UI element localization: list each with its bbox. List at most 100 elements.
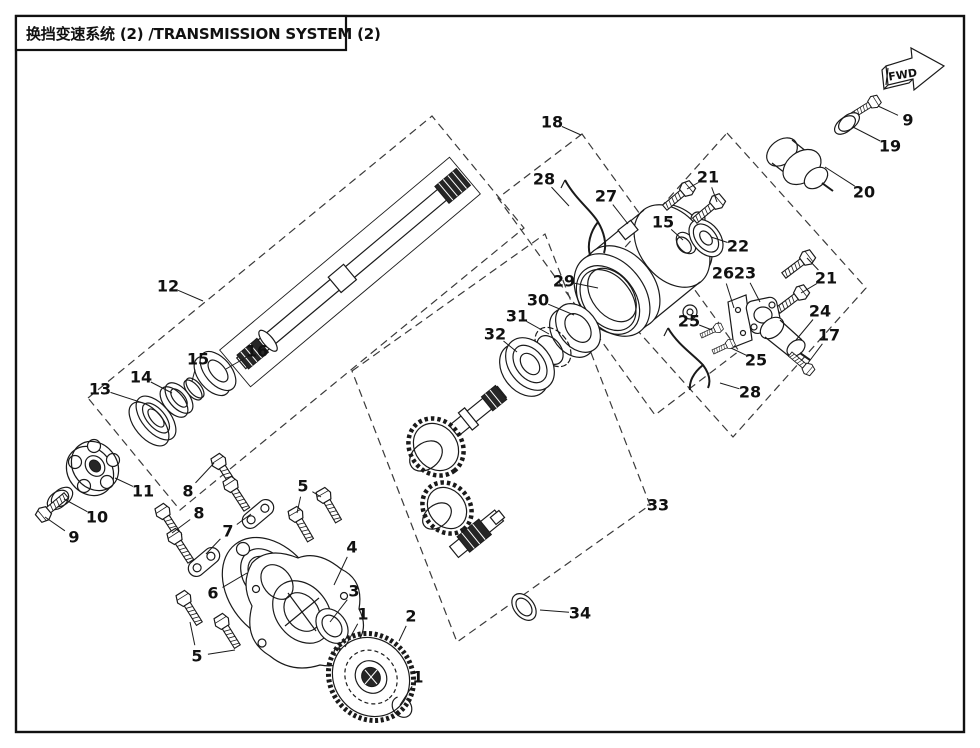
part-label-32: 32 — [484, 325, 506, 344]
washer-14 — [159, 382, 194, 418]
leader-line-24 — [795, 319, 814, 341]
bolt-25b — [710, 337, 737, 357]
leader-line-21 — [806, 257, 819, 271]
leader-line-5 — [312, 491, 322, 498]
part-label-25: 25 — [745, 351, 767, 370]
leader-line-22 — [710, 236, 728, 243]
leader-line-34 — [539, 609, 570, 613]
drive-shaft-12 — [219, 156, 481, 388]
bolt-21c — [778, 247, 818, 283]
bevel-gear-upper-33 — [406, 384, 508, 478]
part-label-7: 7 — [222, 522, 233, 541]
part-label-21: 21 — [815, 269, 837, 288]
coupler-20 — [766, 137, 834, 192]
part-label-6: 6 — [207, 584, 218, 603]
bolt-5c — [173, 588, 207, 629]
part-label-20: 20 — [853, 183, 875, 202]
part-label-24: 24 — [809, 302, 831, 321]
part-label-1: 1 — [357, 605, 368, 624]
leader-line-17 — [807, 343, 823, 364]
leader-line-6 — [222, 572, 248, 588]
leader-line-12 — [177, 289, 204, 302]
part-label-16: 16 — [246, 342, 268, 361]
spring-fork-28-upper — [560, 179, 607, 256]
bolt-5b — [313, 485, 346, 526]
part-label-23: 23 — [734, 264, 756, 283]
part-label-14: 14 — [130, 368, 152, 387]
bearing-16 — [193, 350, 237, 397]
oil-seal-13 — [128, 395, 177, 447]
leader-line-16 — [225, 356, 248, 370]
leader-line-11 — [114, 477, 134, 487]
bolt-5a — [285, 504, 318, 545]
bearing-22 — [688, 218, 724, 258]
part-label-29: 29 — [553, 272, 575, 291]
part-label-13: 13 — [89, 380, 111, 399]
leader-line-1 — [344, 623, 359, 648]
part-label-8: 8 — [182, 482, 193, 501]
leader-line-5 — [189, 621, 196, 646]
leader-line-18 — [561, 126, 582, 136]
bevel-gear-lower-33 — [420, 480, 506, 559]
bolt-25a — [698, 321, 725, 341]
leader-line-32 — [503, 340, 518, 353]
leader-line-8 — [195, 462, 215, 484]
leader-line-1 — [399, 686, 413, 706]
flange-hub-11 — [65, 438, 121, 497]
part-label-31: 31 — [506, 307, 528, 326]
labels-layer: 1123455678899101112131415151617181920212… — [44, 105, 914, 706]
leader-line-2 — [398, 625, 407, 642]
part-label-9: 9 — [68, 528, 79, 547]
leader-line-25 — [699, 324, 713, 331]
bearing-32 — [499, 337, 555, 397]
part-label-21: 21 — [697, 168, 719, 187]
part-label-27: 27 — [595, 187, 617, 206]
part-label-8: 8 — [193, 504, 204, 523]
coupler-24 — [759, 316, 811, 361]
bolt-21b — [689, 191, 728, 227]
leader-line-4 — [333, 556, 348, 586]
leader-line-7 — [205, 538, 221, 555]
leader-line-29 — [574, 282, 599, 289]
part-label-17: 17 — [818, 326, 840, 345]
leader-line-10 — [63, 498, 88, 513]
leader-line-20 — [824, 166, 855, 187]
part-label-28: 28 — [739, 383, 761, 402]
part-label-9: 9 — [902, 111, 913, 130]
part-label-26: 26 — [712, 264, 734, 283]
circlip-1b — [391, 696, 413, 718]
part-label-10: 10 — [86, 508, 108, 527]
assembly-box-18 — [497, 133, 740, 416]
part-label-4: 4 — [346, 538, 357, 557]
leader-line-9 — [877, 105, 899, 116]
leader-line-15 — [191, 369, 196, 382]
bolt-8d — [164, 526, 198, 567]
leader-line-23 — [749, 282, 761, 303]
part-label-18: 18 — [541, 113, 563, 132]
leader-line-21 — [686, 182, 699, 190]
part-label-34: 34 — [569, 604, 591, 623]
part-label-30: 30 — [527, 291, 549, 310]
leader-line-21 — [800, 283, 817, 294]
part-label-5: 5 — [297, 477, 308, 496]
part-label-19: 19 — [879, 137, 901, 156]
leader-line-27 — [612, 204, 629, 225]
fwd-direction-marker: FWD — [881, 46, 946, 92]
spring-fork-28-lower — [663, 327, 711, 391]
part-label-3: 3 — [348, 582, 359, 601]
part-label-33: 33 — [647, 496, 669, 515]
leader-line-25 — [730, 347, 747, 356]
part-label-22: 22 — [727, 237, 749, 256]
part-label-5: 5 — [191, 647, 202, 666]
leader-line-5 — [207, 649, 236, 655]
title-block: 换挡变速系统 (2) /TRANSMISSION SYSTEM (2) — [14, 14, 381, 52]
leader-line-14 — [150, 381, 173, 394]
part-label-2: 2 — [405, 607, 416, 626]
leader-line-3 — [329, 599, 348, 623]
leader-line-30 — [548, 303, 575, 316]
ring-34 — [511, 593, 537, 621]
leader-line-5 — [296, 496, 302, 514]
bracket-7-lower — [187, 546, 221, 578]
